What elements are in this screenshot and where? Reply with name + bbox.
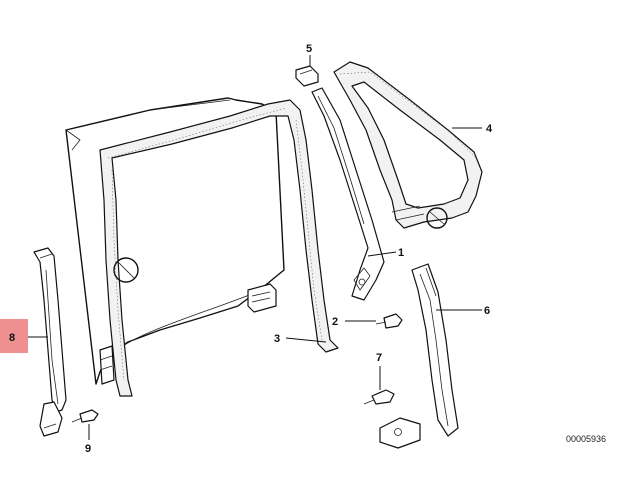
pillar-trim — [33, 247, 67, 437]
window-channel-seal — [99, 99, 339, 397]
glass-lift-bracket — [247, 283, 277, 313]
screw-7 — [363, 389, 395, 405]
callout-1[interactable]: 1 — [398, 247, 404, 259]
detail-circle-left — [113, 257, 139, 283]
rear-channel — [379, 263, 459, 449]
callout-4[interactable]: 4 — [486, 123, 493, 135]
screw-9 — [71, 409, 99, 423]
callout-5[interactable]: 5 — [306, 43, 312, 55]
callout-9[interactable]: 9 — [85, 443, 91, 455]
callout-7[interactable]: 7 — [376, 352, 382, 364]
leader-lines — [28, 55, 482, 440]
diagram-number: 00005936 — [566, 434, 606, 444]
callout-3[interactable]: 3 — [274, 333, 280, 345]
guide-rail — [311, 87, 385, 301]
highlight-box-8 — [0, 319, 28, 353]
callout-6[interactable]: 6 — [484, 305, 490, 317]
clip — [295, 65, 319, 87]
screw-2 — [375, 313, 403, 329]
callout-8[interactable]: 8 — [9, 332, 15, 344]
lower-channel-ends — [99, 345, 115, 385]
callout-2[interactable]: 2 — [332, 316, 338, 328]
quarter-window-frame — [333, 61, 483, 229]
